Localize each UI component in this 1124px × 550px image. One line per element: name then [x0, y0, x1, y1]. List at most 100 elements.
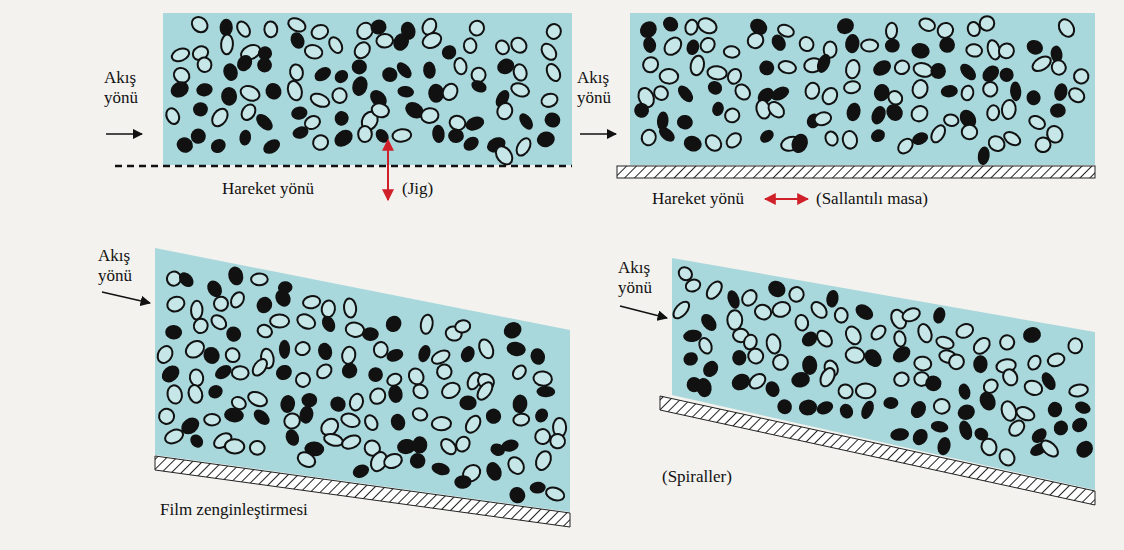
light-particle [411, 406, 429, 422]
heavy-particle [798, 399, 818, 416]
light-particle [166, 384, 184, 405]
light-particle [1014, 405, 1036, 423]
light-particle [189, 368, 205, 386]
light-particle [739, 287, 759, 308]
light-particle [392, 128, 412, 143]
heavy-particle [223, 407, 244, 424]
flow-direction-label: Akış yönü [577, 68, 611, 107]
light-particle [419, 314, 434, 335]
film-deck [155, 456, 570, 527]
light-particle [246, 389, 269, 409]
light-particle [544, 485, 566, 502]
heavy-particle [711, 101, 725, 118]
heavy-particle [845, 101, 862, 122]
light-particle [463, 413, 484, 435]
flow-direction-label: Akış yönü [104, 68, 138, 107]
heavy-particle [930, 420, 949, 434]
light-particle [289, 63, 305, 81]
heavy-particle [910, 42, 931, 60]
heavy-particle [790, 370, 811, 389]
heavy-particle [458, 344, 477, 365]
light-particle [996, 40, 1017, 61]
heavy-particle [397, 85, 415, 99]
heavy-particle [861, 346, 885, 371]
heavy-particle [327, 394, 348, 415]
heavy-particle [732, 350, 747, 366]
heavy-particle [1073, 437, 1097, 461]
heavy-particle [769, 32, 789, 53]
heavy-particle [188, 432, 206, 450]
heavy-particle [251, 407, 273, 428]
light-particle [684, 278, 702, 294]
heavy-particle [351, 462, 372, 480]
light-particle [1073, 68, 1090, 85]
heavy-particle [483, 406, 504, 427]
light-particle [352, 39, 373, 61]
heavy-particle [814, 52, 833, 75]
heavy-particle [769, 84, 792, 104]
light-particle [155, 343, 176, 365]
heavy-particle [870, 57, 894, 79]
light-particle [823, 130, 840, 148]
light-particle [320, 300, 336, 319]
light-particle [432, 417, 451, 431]
light-particle [960, 85, 974, 102]
light-particle [533, 370, 553, 386]
light-particle [475, 380, 496, 403]
light-particle [493, 38, 511, 57]
light-particle [209, 312, 229, 332]
heavy-particle [238, 129, 252, 146]
light-particle [225, 439, 245, 454]
heavy-particle [930, 62, 947, 79]
light-particle [794, 314, 809, 332]
light-particle [726, 67, 744, 86]
heavy-particle [529, 481, 546, 494]
heavy-particle [290, 105, 309, 121]
light-particle [1068, 338, 1083, 355]
heavy-particle [676, 114, 694, 131]
light-particle [966, 43, 983, 57]
method-label: (Spiraller) [662, 467, 732, 487]
light-particle [1026, 353, 1043, 371]
heavy-particle [789, 131, 811, 155]
heavy-particle [463, 114, 486, 133]
light-particle [697, 336, 714, 356]
heavy-particle [332, 67, 351, 86]
light-particle [495, 101, 514, 121]
light-particle [892, 371, 910, 388]
light-particle [430, 348, 452, 367]
light-particle [843, 80, 861, 94]
heavy-particle [298, 404, 315, 424]
heavy-particle [385, 347, 405, 364]
light-particle [1002, 129, 1023, 148]
light-particle [659, 69, 678, 84]
heavy-particle [279, 394, 297, 414]
light-particle [232, 366, 249, 380]
light-particle [707, 65, 728, 80]
light-particle [696, 16, 719, 37]
light-particle [1068, 383, 1088, 398]
light-particle [376, 34, 393, 48]
light-particle [771, 300, 793, 319]
heavy-particle [910, 426, 931, 448]
light-particle [463, 38, 477, 54]
light-particle [977, 13, 998, 34]
heavy-particle [512, 394, 529, 414]
light-particle [954, 322, 975, 341]
heavy-particle [883, 397, 898, 409]
light-particle [493, 143, 516, 167]
heavy-particle [1051, 418, 1071, 438]
light-particle [343, 298, 357, 318]
heavy-particle [416, 343, 432, 363]
light-particle [1006, 418, 1027, 439]
light-particle [295, 449, 318, 470]
light-particle [476, 337, 496, 360]
light-particle [439, 380, 462, 401]
light-particle [510, 363, 528, 382]
light-particle [727, 310, 742, 330]
light-particle [856, 383, 876, 398]
motion-direction-label: Hareket yönü [222, 179, 314, 199]
light-particle [363, 413, 380, 432]
light-particle [505, 454, 527, 477]
light-particle [514, 136, 534, 158]
